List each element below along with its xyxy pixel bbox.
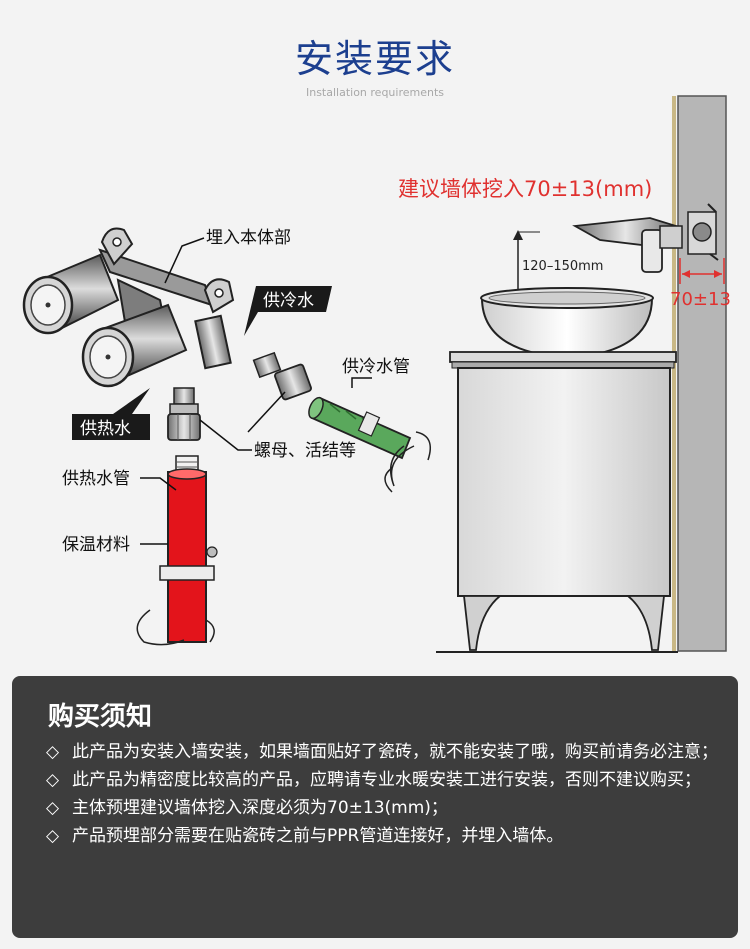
callout-cold-supply [244,286,332,336]
notice-item-text: 产品预埋部分需要在贴瓷砖之前与PPR管道连接好，并埋入墙体。 [72,826,564,846]
label-insulation: 保温材料 [62,535,130,555]
notice-item-text: 主体预埋建议墙体挖入深度必须为70±13(mm)； [72,798,448,818]
page-title: 安装要求 [294,37,455,81]
notice-item: ◇ 产品预埋部分需要在贴瓷砖之前与PPR管道连接好，并埋入墙体。 [46,822,722,850]
label-nut-union: 螺母、活结等 [254,441,356,461]
label-height-range: 120–150mm [522,259,603,274]
installation-diagram: 埋入本体部 供冷水 供热水 螺母、活结等 供冷水管 [22,95,731,653]
notice-item-text: 此产品为安装入墙安装，如果墙面贴好了瓷砖，就不能安装了哦，购买前请务必注意； [72,742,718,762]
diamond-bullet-icon: ◇ [46,798,60,818]
label-wall-depth: 建议墙体挖入70±13(mm) [398,177,652,201]
label-cold-supply: 供冷水 [263,291,314,311]
vanity-cabinet [457,367,671,651]
nut-fittings [167,351,312,441]
label-embedded-body: 埋入本体部 [206,228,291,248]
diamond-bullet-icon: ◇ [46,826,60,846]
wall-section [677,95,727,652]
notice-item: ◇ 主体预埋建议墙体挖入深度必须为70±13(mm)； [46,794,722,822]
valve-body-illustration [22,227,235,388]
hot-water-pipe [136,455,218,646]
diamond-bullet-icon: ◇ [46,770,60,790]
notice-list: ◇ 此产品为安装入墙安装，如果墙面贴好了瓷砖，就不能安装了哦，购买前请务必注意；… [46,738,722,850]
label-hot-pipe: 供热水管 [62,469,130,489]
label-cold-pipe: 供冷水管 [342,357,410,377]
diamond-bullet-icon: ◇ [46,742,60,762]
label-depth-value: 70±13 [670,289,731,310]
vessel-basin [480,287,654,360]
wall-faucet [572,203,719,273]
page-subtitle: Installation requirements [305,86,445,99]
depth-dimension [679,258,725,284]
notice-item: ◇ 此产品为安装入墙安装，如果墙面贴好了瓷砖，就不能安装了哦，购买前请务必注意； [46,738,722,766]
notice-item: ◇ 此产品为精密度比较高的产品，应聘请专业水暖安装工进行安装，否则不建议购买； [46,766,722,794]
label-hot-supply: 供热水 [80,419,131,439]
notice-title: 购买须知 [48,702,153,732]
cold-water-pipe [308,396,431,493]
height-dimension [513,230,540,292]
purchase-notice-panel: 购买须知 ◇ 此产品为安装入墙安装，如果墙面贴好了瓷砖，就不能安装了哦，购买前请… [12,676,738,938]
notice-item-text: 此产品为精密度比较高的产品，应聘请专业水暖安装工进行安装，否则不建议购买； [72,770,701,790]
